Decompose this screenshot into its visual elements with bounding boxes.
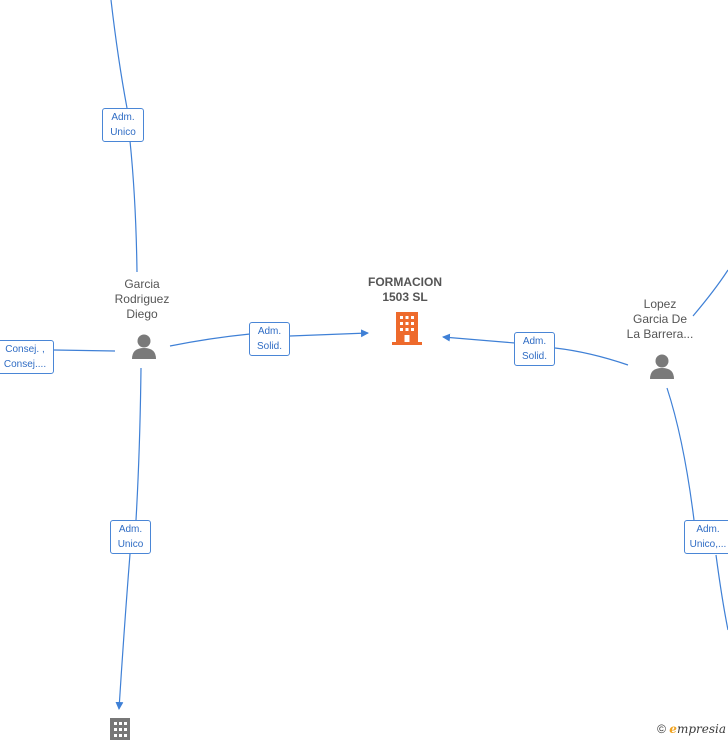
edge-label-lopez-adm-solid[interactable]: Adm. Solid. — [514, 332, 555, 366]
person-garcia-label[interactable]: Garcia Rodriguez Diego — [114, 277, 170, 321]
edge-label-left-consej[interactable]: Consej. , Consej.... — [0, 340, 54, 374]
watermark: © empresia — [657, 722, 726, 736]
edge-line-lopez-main — [443, 337, 629, 366]
edge-line-top — [110, 0, 138, 273]
copyright-icon: © — [657, 722, 666, 736]
building-icon[interactable] — [110, 718, 130, 740]
person-icon[interactable] — [650, 354, 674, 380]
edge-line-lopez-up — [692, 269, 728, 317]
edge-label-bottom-adm-unico[interactable]: Adm. Unico — [110, 520, 151, 554]
person-lopez-label[interactable]: Lopez Garcia De La Barrera... — [626, 297, 694, 341]
person-icon[interactable] — [132, 334, 156, 360]
brand-logo: empresia — [669, 722, 726, 736]
edge-label-right-adm-unico[interactable]: Adm. Unico,... — [684, 520, 728, 554]
edge-line-garcia-main — [169, 333, 368, 347]
edge-label-garcia-adm-solid[interactable]: Adm. Solid. — [249, 322, 290, 356]
main-company-label[interactable]: FORMACION 1503 SL — [368, 275, 442, 304]
building-icon[interactable] — [392, 312, 422, 345]
edge-line-right — [666, 387, 728, 631]
edge-label-top-adm-unico[interactable]: Adm. Unico — [102, 108, 144, 142]
edge-line-bottom — [119, 367, 142, 709]
edge-line-left — [53, 349, 116, 352]
